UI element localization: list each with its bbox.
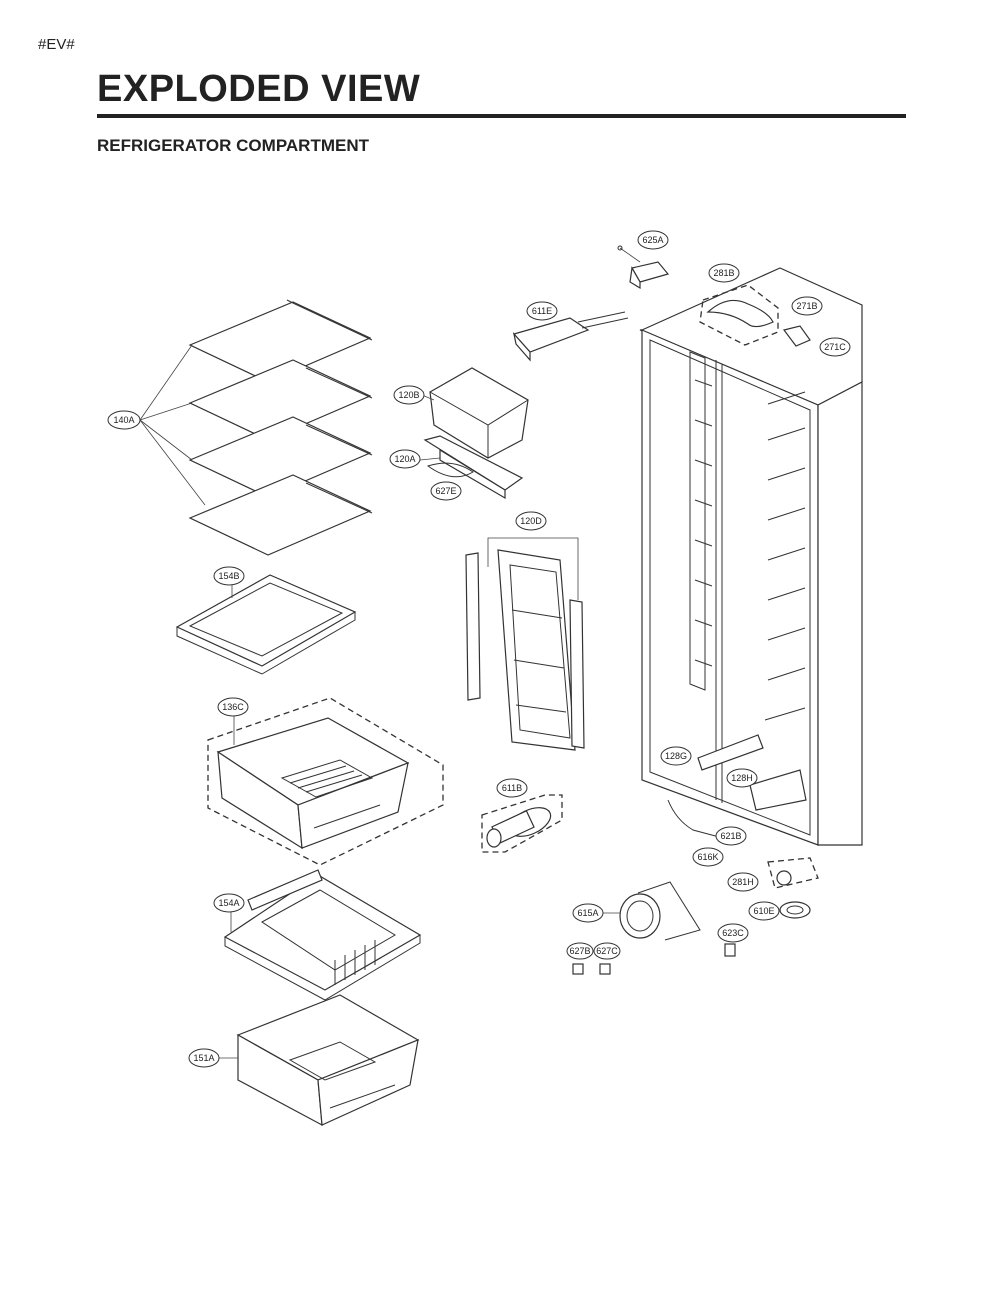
svg-text:281B: 281B — [713, 268, 734, 278]
cabinet-rails — [694, 379, 806, 721]
svg-text:610E: 610E — [753, 906, 774, 916]
svg-text:271C: 271C — [824, 342, 846, 352]
svg-text:621B: 621B — [720, 831, 741, 841]
callout-281b: 281B — [708, 263, 740, 283]
svg-text:616K: 616K — [697, 852, 718, 862]
callout-271b: 271B — [791, 296, 823, 316]
callout-120a: 120A — [389, 449, 421, 469]
svg-text:154A: 154A — [218, 898, 239, 908]
svg-text:128H: 128H — [731, 773, 753, 783]
callout-140a: 140A — [107, 410, 141, 430]
callout-120d: 120D — [515, 511, 547, 531]
callout-120b: 120B — [393, 385, 425, 405]
svg-text:151A: 151A — [193, 1053, 214, 1063]
svg-text:154B: 154B — [218, 571, 239, 581]
callout-627b: 627B — [566, 942, 594, 960]
svg-text:625A: 625A — [642, 235, 663, 245]
svg-text:615A: 615A — [577, 908, 598, 918]
callout-154b: 154B — [213, 566, 245, 586]
callout-610e: 610E — [748, 901, 780, 921]
refrigerator-cabinet — [639, 267, 863, 846]
shelf-154a — [223, 869, 422, 1001]
callout-128g: 128G — [660, 746, 692, 766]
callout-281h: 281H — [727, 872, 759, 892]
shelf-leader-lines — [139, 344, 206, 506]
callout-615a: 615A — [572, 903, 604, 923]
shelf-frame-154b — [175, 574, 357, 675]
cabinet-bottom-parts — [667, 734, 819, 889]
accessory-625a — [617, 245, 670, 290]
page-title: EXPLODED VIEW — [97, 68, 421, 110]
svg-text:140A: 140A — [113, 415, 134, 425]
callout-611e: 611E — [526, 301, 558, 321]
glass-shelves — [188, 299, 373, 556]
crisper-drawer-136c — [207, 697, 444, 866]
callout-154a: 154A — [213, 893, 245, 913]
svg-text:120D: 120D — [520, 516, 542, 526]
cabinet-top-parts — [699, 284, 811, 347]
accessory-120a — [419, 435, 524, 500]
title-rule — [97, 114, 906, 118]
callout-271c: 271C — [819, 337, 851, 357]
callout-611b: 611B — [496, 778, 528, 798]
svg-text:271B: 271B — [796, 301, 817, 311]
svg-text:120A: 120A — [394, 454, 415, 464]
panel-120d — [465, 537, 585, 751]
svg-text:128G: 128G — [665, 751, 687, 761]
svg-text:281H: 281H — [732, 877, 754, 887]
svg-text:611B: 611B — [502, 783, 522, 793]
svg-text:627B: 627B — [569, 946, 590, 956]
callout-627e: 627E — [430, 481, 462, 501]
svg-text:136C: 136C — [222, 702, 244, 712]
callout-151a: 151A — [188, 1048, 220, 1068]
svg-text:611E: 611E — [532, 306, 552, 316]
crisper-drawer-151a — [218, 994, 420, 1127]
svg-text:627C: 627C — [596, 946, 618, 956]
callout-616k: 616K — [692, 847, 724, 867]
callout-627c: 627C — [593, 942, 621, 960]
callout-623c: 623C — [717, 923, 749, 943]
svg-text:120B: 120B — [398, 390, 419, 400]
section-subtitle: REFRIGERATOR COMPARTMENT — [97, 136, 369, 155]
accessory-611e — [512, 311, 629, 362]
svg-text:627E: 627E — [435, 486, 456, 496]
callout-128h: 128H — [726, 768, 758, 788]
callout-136c: 136C — [217, 697, 249, 717]
tubing-615a — [602, 881, 701, 941]
callout-621b: 621B — [715, 826, 747, 846]
small-parts — [572, 901, 811, 975]
svg-text:623C: 623C — [722, 928, 744, 938]
page-tag: #EV# — [38, 36, 75, 53]
filter-611b — [481, 794, 563, 853]
callout-625a: 625A — [637, 230, 669, 250]
accessory-120b — [421, 367, 529, 459]
